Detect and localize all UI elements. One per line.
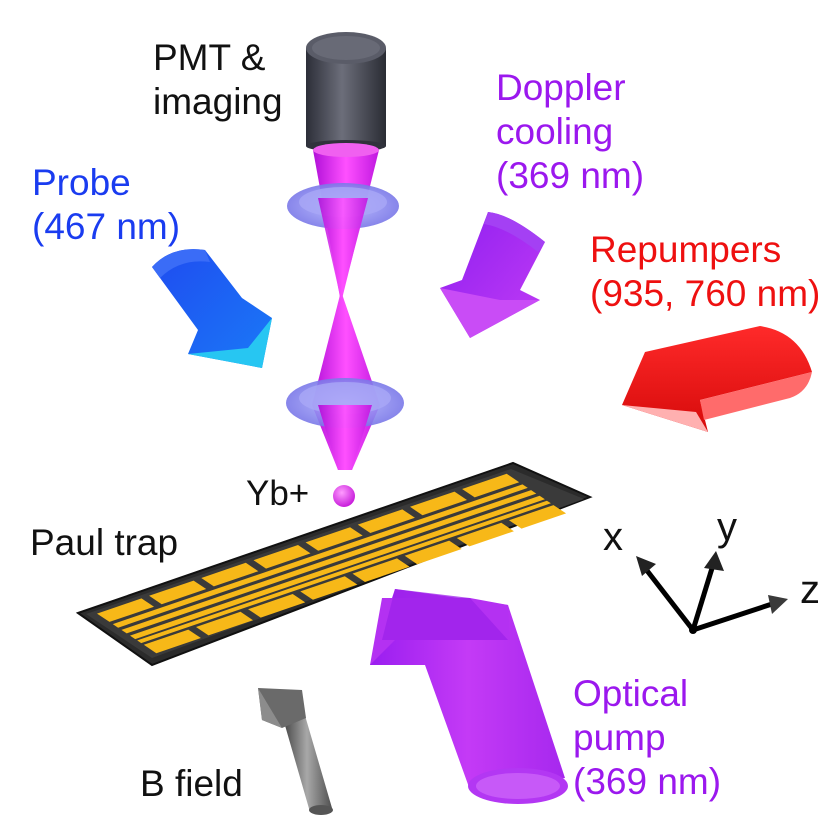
- trap-rail-electrode: [137, 500, 551, 644]
- repumper-beam-arrow-icon: [622, 326, 812, 432]
- axis-y-label: y: [717, 505, 737, 549]
- trap-electrode-pad: [352, 558, 410, 582]
- ion-icon: [333, 485, 355, 507]
- optical-pump-label-line3: (369 nm): [573, 761, 722, 802]
- repumpers-label-line2: (935, 760 nm): [590, 273, 821, 314]
- paul-trap-chip: [75, 461, 593, 667]
- trap-electrode-pad: [97, 598, 154, 622]
- doppler-label-line1: Doppler: [496, 67, 626, 108]
- trap-rail-electrode: [130, 495, 545, 640]
- trap-electrode-pad: [456, 522, 514, 547]
- ion-label: Yb+: [246, 474, 310, 513]
- trap-electrode-pad: [253, 545, 311, 569]
- trap-rail-electrode: [121, 490, 537, 634]
- pmt-label-line1: PMT &: [153, 37, 266, 78]
- lower-lens-icon: [286, 378, 404, 470]
- trap-rail-electrode: [112, 484, 528, 628]
- doppler-beam-arrow-icon: [440, 212, 545, 338]
- optical-pump-label-line1: Optical: [573, 673, 689, 714]
- trap-label: Paul trap: [30, 522, 179, 563]
- b-field-arrow-icon: [258, 688, 333, 815]
- trap-electrode-pad: [248, 594, 306, 618]
- pmt-detector-icon: [306, 32, 386, 152]
- pmt-label-line2: imaging: [153, 81, 283, 122]
- doppler-label-line3: (369 nm): [496, 155, 645, 196]
- pmt-label: PMT & imaging: [153, 36, 283, 124]
- axis-z-label: z: [800, 568, 820, 612]
- trap-electrode-pad: [410, 491, 467, 516]
- repumpers-label-line1: Repumpers: [590, 229, 782, 270]
- coordinate-axes-icon: [636, 551, 788, 634]
- repumpers-label: Repumpers (935, 760 nm): [590, 228, 820, 316]
- trap-electrode-pad: [300, 576, 358, 600]
- trap-electrode-pad: [462, 473, 520, 498]
- optical-pump-beam-arrow-icon: [370, 589, 568, 804]
- trap-electrode-pad: [509, 505, 567, 529]
- upper-lens-icon: [287, 183, 399, 300]
- trap-electrode-pad: [149, 580, 207, 605]
- trap-electrode-pad: [404, 540, 462, 565]
- trap-electrode-pad: [305, 527, 363, 551]
- doppler-label: Doppler cooling (369 nm): [496, 66, 644, 198]
- trap-electrodes: [97, 473, 567, 654]
- probe-label-line1: Probe: [32, 162, 131, 203]
- bfield-label: B field: [140, 763, 243, 804]
- axis-x-label: x: [603, 515, 623, 559]
- trap-electrode-pad: [357, 509, 415, 533]
- probe-beam-arrow-icon: [152, 249, 272, 368]
- probe-label: Probe (467 nm): [32, 161, 180, 249]
- doppler-label-line2: cooling: [496, 111, 614, 152]
- probe-label-line2: (467 nm): [32, 206, 181, 247]
- trap-electrode-pad: [201, 562, 259, 587]
- optical-pump-label-line2: pump: [573, 717, 666, 758]
- trap-electrode-pad: [143, 629, 201, 654]
- trap-electrode-pad: [196, 611, 253, 636]
- optical-pump-label: Optical pump (369 nm): [573, 672, 721, 804]
